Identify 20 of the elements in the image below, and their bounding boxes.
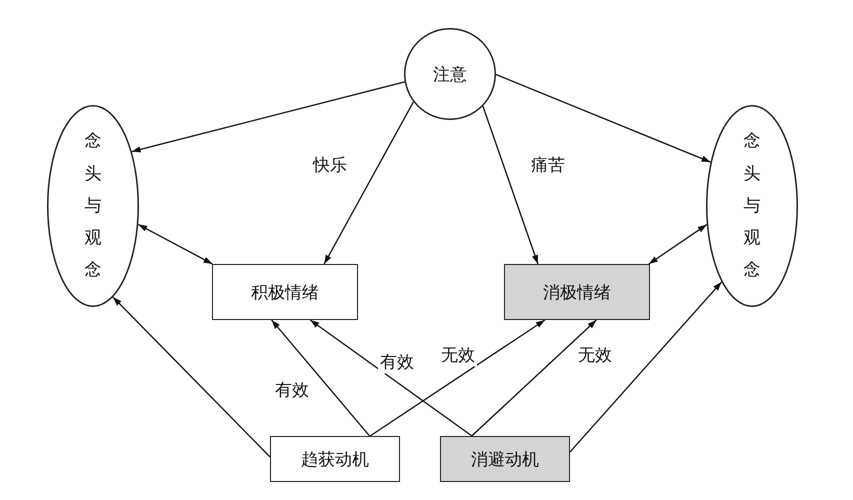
arrow	[570, 281, 722, 452]
arrow	[471, 320, 597, 436]
arrow	[324, 102, 414, 264]
arrow	[496, 74, 711, 163]
arrow	[310, 319, 472, 437]
arrow	[370, 319, 546, 437]
arrow	[132, 81, 405, 152]
arrow	[271, 320, 370, 436]
arrow	[482, 106, 539, 264]
ellipse-node: 念头与观念	[47, 105, 139, 307]
process-box: 消避动机	[440, 436, 570, 482]
edge-label: 有效	[378, 350, 416, 374]
process-box: 消极情绪	[504, 264, 650, 320]
double-arrow	[138, 224, 213, 265]
ellipse-node: 念头与观念	[706, 105, 798, 307]
double-arrow	[648, 224, 708, 265]
circle-node: 注意	[404, 28, 496, 120]
process-box: 积极情绪	[212, 264, 358, 320]
arrow	[112, 296, 270, 458]
process-box: 趋获动机	[270, 436, 400, 482]
